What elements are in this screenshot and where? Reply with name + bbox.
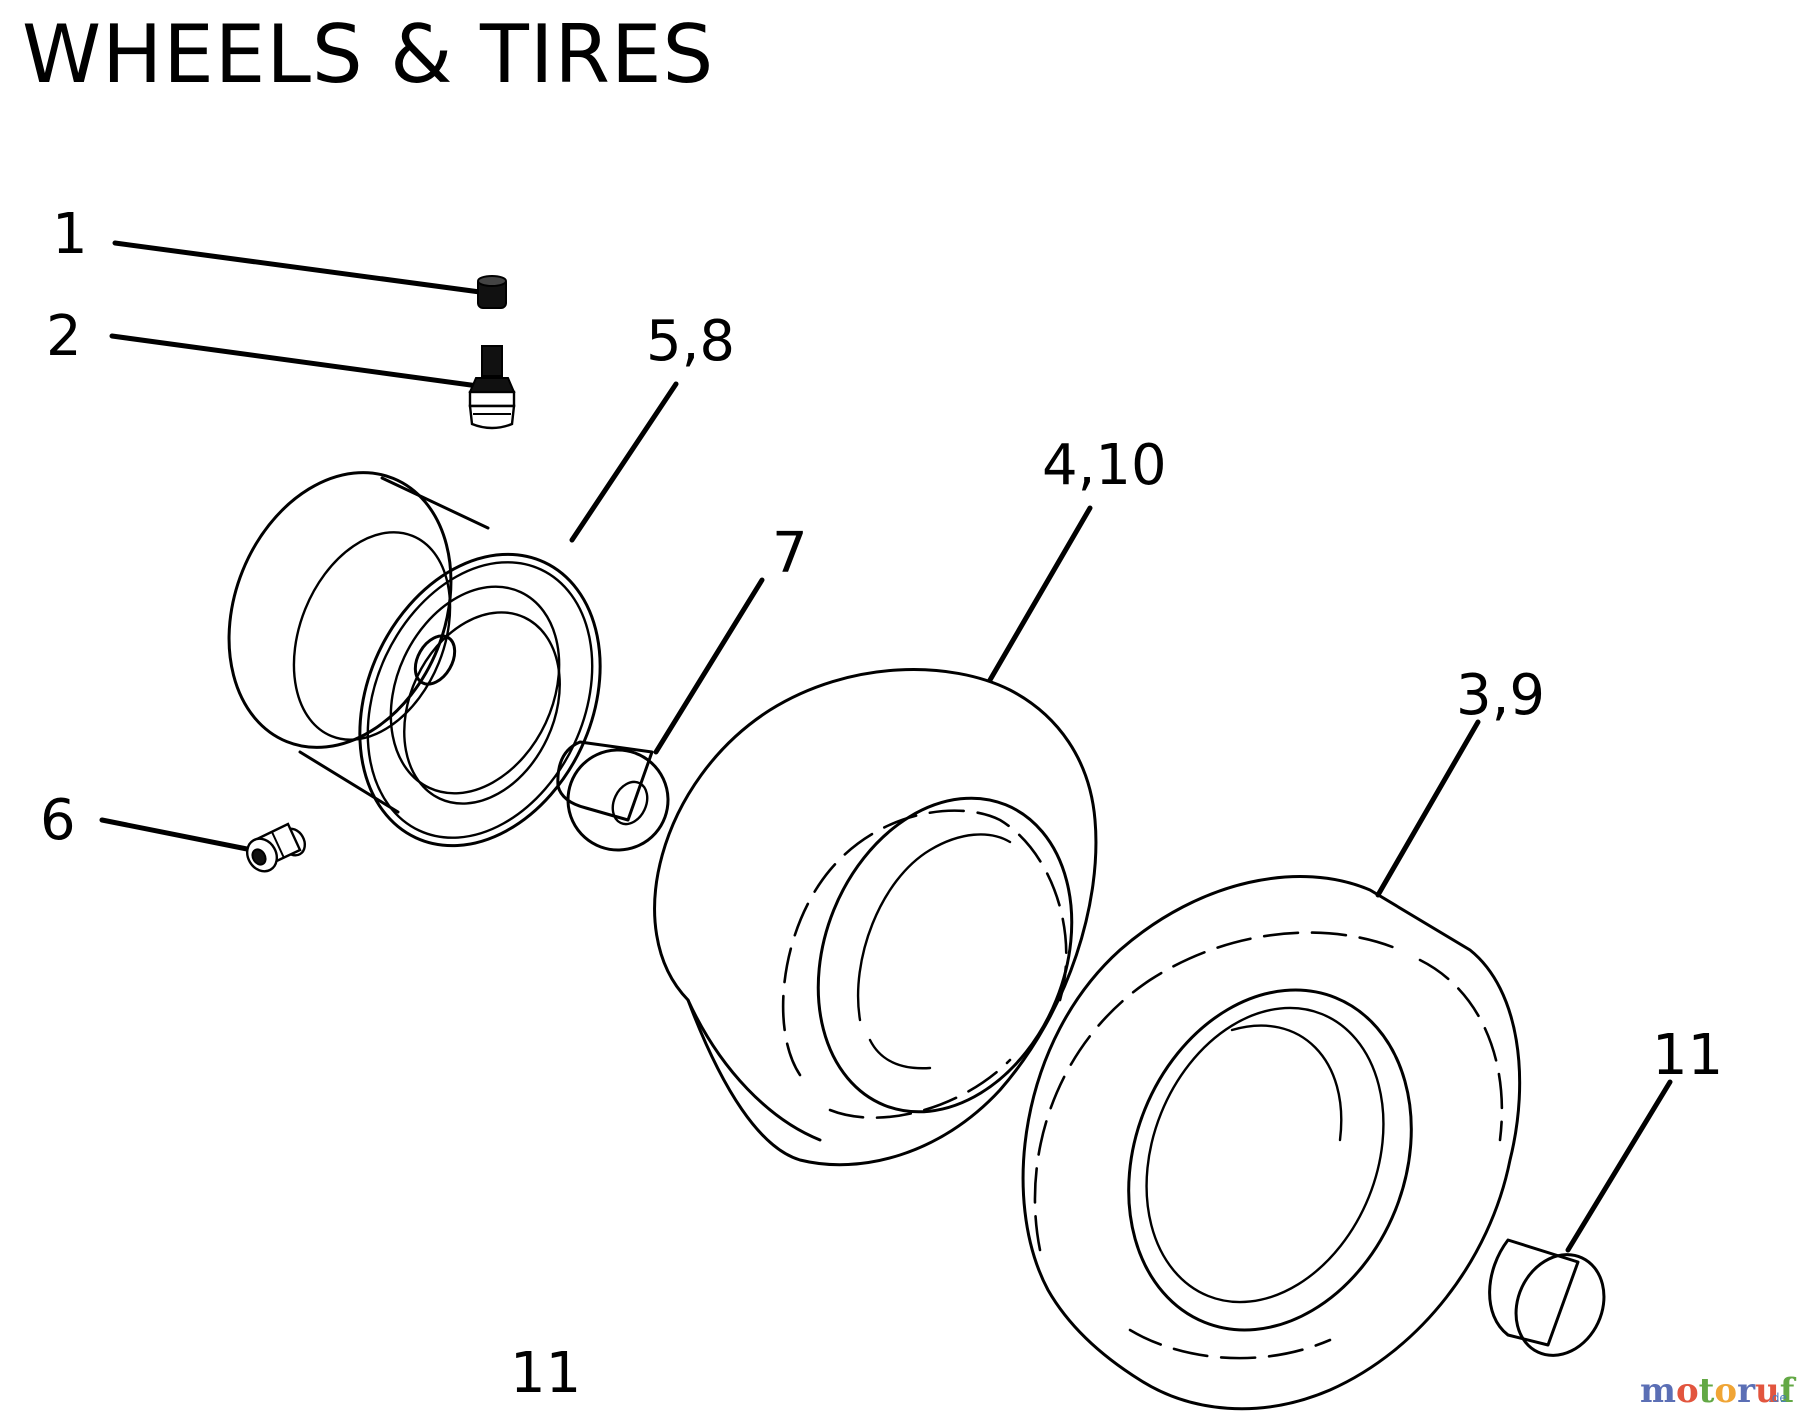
- callout-4-10: 4,10: [1042, 433, 1167, 498]
- watermark-letter: u: [1755, 1371, 1780, 1411]
- page-title: WHEELS & TIRES: [22, 8, 714, 101]
- leader-line-2: [109, 333, 481, 389]
- leader-line-11: [1565, 1079, 1673, 1253]
- callout-5-8: 5,8: [646, 309, 735, 374]
- watermark-letter: r: [1737, 1371, 1756, 1411]
- watermark-suffix: .de: [1768, 1391, 1787, 1405]
- callout-11: 11: [1652, 1023, 1723, 1088]
- watermark-text: motoruf: [1640, 1371, 1797, 1411]
- watermark-logo: motoruf .de: [1640, 1371, 1797, 1411]
- leader-line-3-9: [1375, 719, 1481, 898]
- page-number: 11: [510, 1341, 581, 1406]
- callout-3-9: 3,9: [1456, 663, 1545, 728]
- bearing-sleeve-part: [1488, 1079, 1673, 1357]
- front-tire-part: [653, 505, 1098, 1167]
- watermark-letter: o: [1676, 1371, 1699, 1411]
- leader-line-4-10: [987, 505, 1093, 683]
- callout-2: 2: [46, 304, 82, 369]
- watermark-letter: f: [1780, 1371, 1797, 1411]
- wheel-rim-part: [227, 381, 679, 848]
- watermark-letter: m: [1640, 1371, 1676, 1411]
- leader-line-7: [653, 577, 765, 755]
- leader-line-5-8: [569, 381, 679, 543]
- leader-line-6: [99, 817, 255, 853]
- callout-6: 6: [40, 788, 76, 853]
- watermark-letter: t: [1699, 1371, 1715, 1411]
- watermark-letter: o: [1714, 1371, 1737, 1411]
- callout-7: 7: [772, 521, 808, 586]
- valve-stem-part: [109, 333, 516, 430]
- callout-1: 1: [52, 202, 88, 267]
- valve-cap-part: [112, 240, 507, 309]
- rear-tire-part: [1021, 719, 1522, 1411]
- leader-line-1: [112, 240, 483, 295]
- grease-fitting-part: [99, 817, 307, 873]
- flange-bushing-part: [556, 577, 765, 852]
